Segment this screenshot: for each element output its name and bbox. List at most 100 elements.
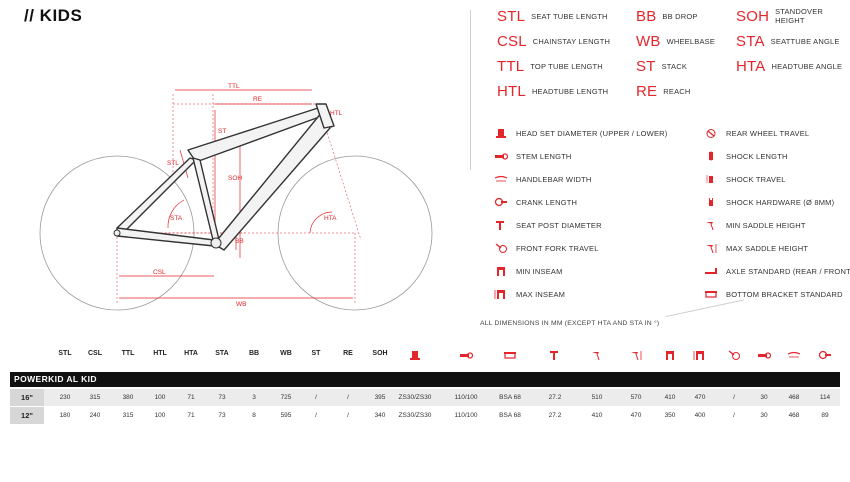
- model-name: POWERKID AL KID: [14, 374, 97, 384]
- table-cell: 240: [89, 412, 101, 419]
- table-cell: ZS30/ZS30: [398, 412, 432, 419]
- table-cell: 73: [218, 394, 226, 401]
- min-inseam-icon: [663, 348, 677, 362]
- table-cell: 71: [187, 394, 195, 401]
- bottom-bracket-icon: [503, 348, 517, 362]
- table-cell: 725: [280, 394, 292, 401]
- table-cell: 395: [374, 394, 386, 401]
- stem-icon: [494, 151, 508, 161]
- table-cell: /: [347, 412, 349, 419]
- legend-item: SHOCK LENGTH: [704, 149, 788, 163]
- fork-travel-icon: [727, 348, 741, 362]
- legend-item: SHOCK HARDWARE (Ø 8MM): [704, 195, 834, 209]
- column-header-sta: STA: [215, 350, 229, 357]
- table-cell: 315: [122, 412, 134, 419]
- seatpost-icon: [494, 220, 508, 230]
- legend-label: SHOCK LENGTH: [726, 151, 788, 161]
- table-cell: 110/100: [454, 412, 478, 419]
- label-st: ST: [218, 128, 226, 135]
- max-saddle-icon: [704, 243, 718, 253]
- table-cell: 315: [89, 394, 101, 401]
- legend-item: AXLE STANDARD (REAR / FRONT): [704, 264, 850, 278]
- abbreviation-code: WB: [636, 32, 661, 50]
- label-bb: BB: [235, 238, 244, 245]
- legend-item: MAX SADDLE HEIGHT: [704, 241, 808, 255]
- table-cell: 595: [280, 412, 292, 419]
- bottom-bracket-icon: [704, 289, 718, 299]
- column-header-st: ST: [311, 350, 321, 357]
- abbreviation-code: STA: [736, 32, 765, 50]
- column-header-re: RE: [343, 350, 353, 357]
- shock-travel-icon: [704, 174, 718, 184]
- table-cell: 380: [122, 394, 134, 401]
- legend-label: HANDLEBAR WIDTH: [516, 174, 592, 184]
- legend-label: CRANK LENGTH: [516, 197, 578, 207]
- abbreviation-code: CSL: [497, 32, 527, 50]
- table-cell: 114: [819, 394, 831, 401]
- min-saddle-icon: [704, 220, 718, 230]
- column-header-soh: SOH: [372, 350, 388, 357]
- abbreviation-description: HEADTUBE LENGTH: [531, 86, 609, 96]
- legend-label: MAX INSEAM: [516, 289, 566, 299]
- legend-item: MIN SADDLE HEIGHT: [704, 218, 806, 232]
- table-cell: /: [315, 394, 317, 401]
- column-header-ttl: TTL: [121, 350, 135, 357]
- table-cell: 27.2: [548, 412, 562, 419]
- legend-label: MIN INSEAM: [516, 266, 563, 276]
- legend-item: SEAT POST DIAMETER: [494, 218, 602, 232]
- legend-label: MAX SADDLE HEIGHT: [726, 243, 809, 253]
- abbreviation-code: HTA: [736, 57, 766, 75]
- table-cell: 27.2: [548, 394, 562, 401]
- table-cell: 468: [788, 394, 800, 401]
- abbreviation-code: RE: [636, 82, 658, 100]
- table-cell: 71: [187, 412, 195, 419]
- bike-geometry-diagram: TTL RE HTL ST STL SOH STA HTA BB CSL WB: [39, 83, 433, 311]
- legend-label: REAR WHEEL TRAVEL: [726, 128, 810, 138]
- label-hta: HTA: [324, 215, 337, 222]
- max-inseam-icon: [693, 348, 707, 362]
- abbreviation-description: CHAINSTAY LENGTH: [532, 36, 611, 46]
- column-header-bb: BB: [248, 350, 260, 357]
- max-inseam-icon: [494, 289, 508, 299]
- legend-label: FRONT FORK TRAVEL: [516, 243, 599, 253]
- table-cell: 470: [694, 394, 706, 401]
- axle-standard-icon: [704, 266, 718, 276]
- legend-item: MIN INSEAM: [494, 264, 563, 278]
- table-cell: 470: [630, 412, 642, 419]
- bottom-bracket: [210, 237, 222, 249]
- abbreviation-description: TOP TUBE LENGTH: [530, 61, 603, 71]
- table-cell: BSA 68: [499, 394, 521, 401]
- legend-item: FRONT FORK TRAVEL: [494, 241, 599, 255]
- abbreviation-description: REACH: [663, 86, 691, 96]
- table-cell: 89: [821, 412, 829, 419]
- table-cell: 340: [374, 412, 386, 419]
- table-cell: 410: [591, 412, 603, 419]
- abbreviation-code: BB: [636, 7, 657, 25]
- legend-item: REAR WHEEL TRAVEL: [704, 126, 809, 140]
- table-cell: /: [347, 394, 349, 401]
- label-soh: SOH: [228, 175, 242, 182]
- headset-icon: [494, 128, 508, 138]
- size-cell: 16": [10, 389, 44, 406]
- rear-travel-icon: [704, 128, 718, 138]
- legend-label: SEAT POST DIAMETER: [516, 220, 602, 230]
- abbreviation-description: STACK: [661, 61, 688, 71]
- legend-label: HEAD SET DIAMETER (UPPER / LOWER): [516, 128, 668, 138]
- legend-item: BOTTOM BRACKET STANDARD: [704, 287, 843, 301]
- label-csl: CSL: [153, 269, 166, 276]
- label-ttl: TTL: [228, 83, 240, 90]
- table-cell: 73: [218, 412, 226, 419]
- abbreviation-description: HEADTUBE ANGLE: [771, 61, 843, 71]
- abbreviation-re: RE REACH: [636, 82, 691, 100]
- label-wb: WB: [236, 301, 246, 308]
- stem-icon: [459, 348, 474, 362]
- table-cell: 230: [59, 394, 71, 401]
